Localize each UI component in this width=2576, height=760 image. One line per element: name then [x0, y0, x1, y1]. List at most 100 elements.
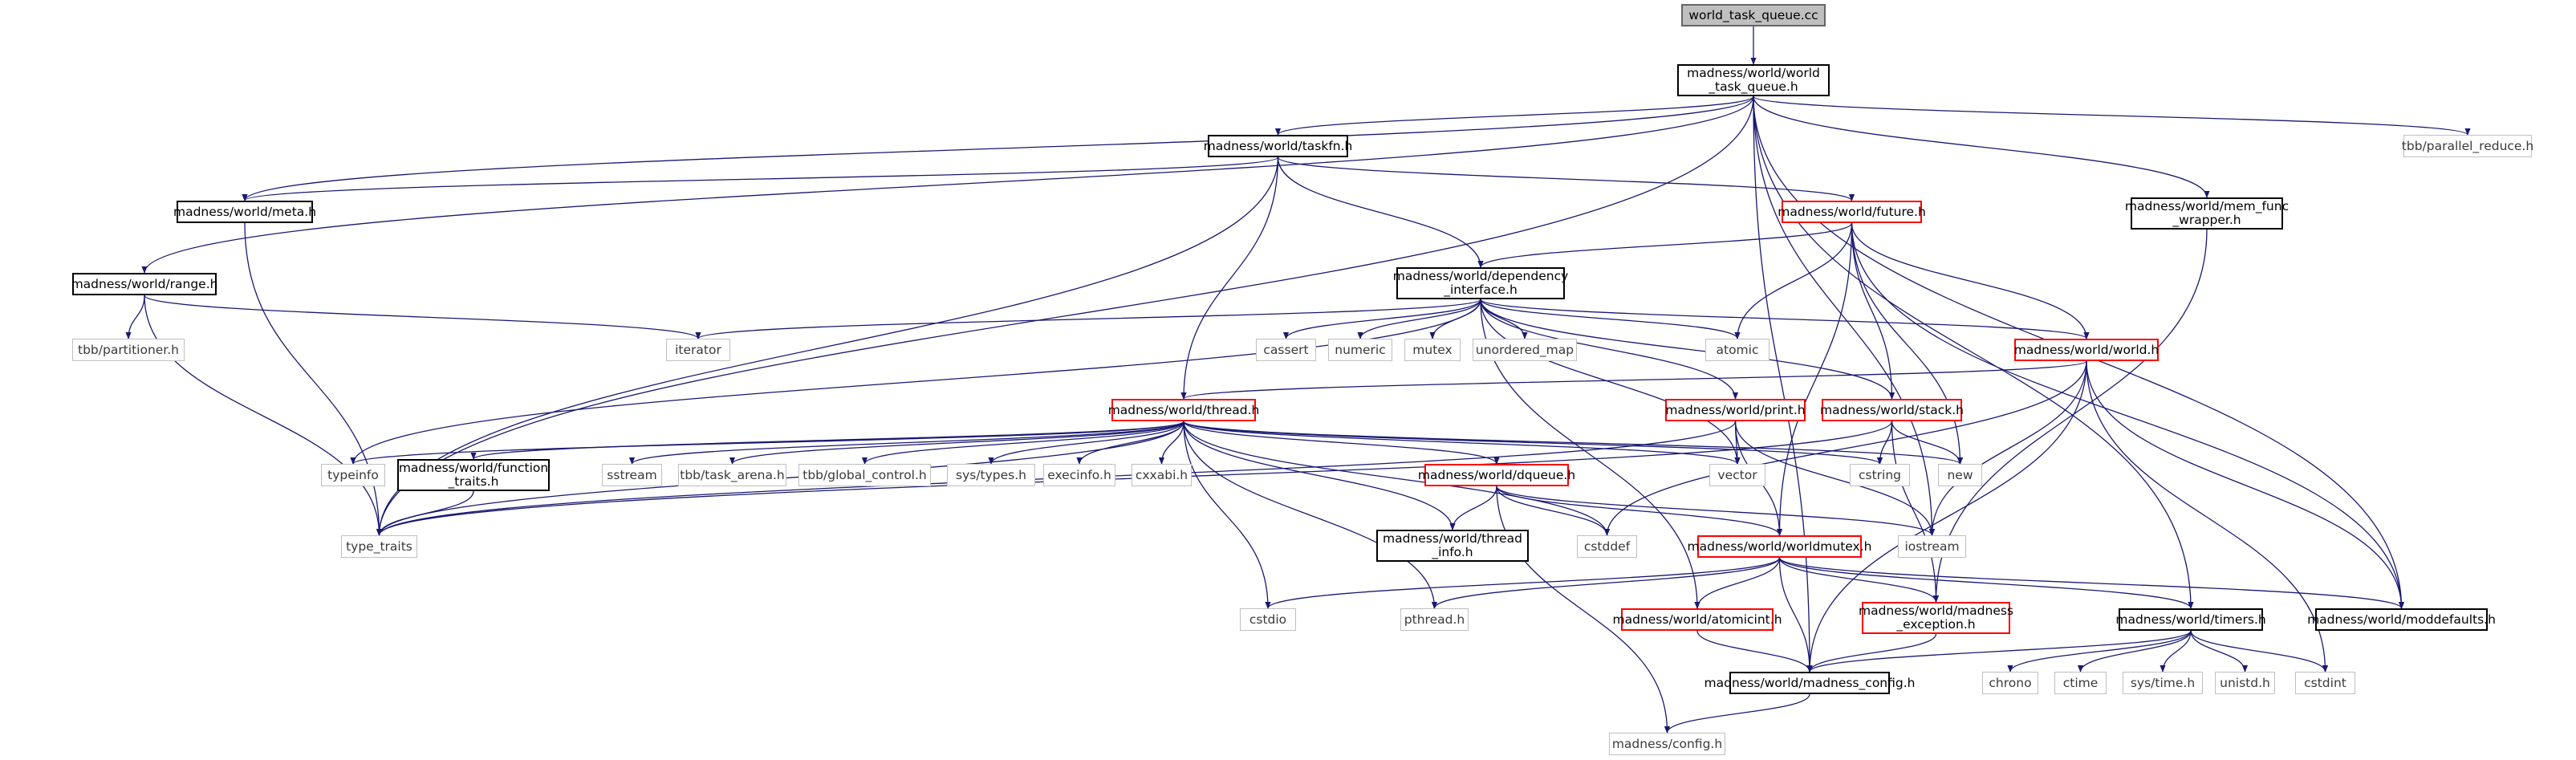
edge-thread-to-arena [729, 421, 1184, 465]
node-wmutex[interactable]: madness/world/worldmutex.h [1688, 535, 1871, 558]
edge-wmutex-to-aint [1694, 557, 1781, 609]
node-mdefaults[interactable]: madness/world/moddefaults.h [2307, 608, 2496, 631]
node-unistd[interactable]: unistd.h [2215, 672, 2275, 694]
edge-wmutex-to-mdefaults [1778, 557, 2404, 609]
node-iostream[interactable]: iostream [1898, 535, 1966, 558]
edge-thread-to-vector [1183, 421, 1741, 465]
node-timers[interactable]: madness/world/timers.h [2115, 608, 2266, 631]
edge-range-to-ttraits [144, 295, 383, 536]
edge-world-to-mdef [1806, 360, 2087, 673]
edge-future-to-mdefaults [1851, 222, 2405, 609]
edge-dqueue-to-wmutex [1496, 486, 1783, 536]
node-umap[interactable]: unordered_map [1473, 339, 1577, 361]
node-tinfo[interactable]: madness/world/thread _info.h [1376, 530, 1529, 562]
node-execinfo[interactable]: execinfo.h [1043, 464, 1115, 486]
node-mexc[interactable]: madness/world/madness _exception.h [1859, 602, 2013, 634]
node-cstddef[interactable]: cstddef [1577, 535, 1637, 558]
edge-world-to-iostream [1928, 360, 2087, 536]
node-pr[interactable]: tbb/parallel_reduce.h [2402, 135, 2533, 157]
edge-timers-to-systime [2160, 630, 2192, 673]
node-new[interactable]: new [1938, 464, 1982, 486]
edge-future-to-atomic [1734, 222, 1853, 339]
edge-thread-to-tinfo [1183, 421, 1456, 530]
node-pthread[interactable]: pthread.h [1400, 608, 1469, 631]
edge-thread-to-cxxabi [1158, 421, 1184, 465]
edge-dep-to-print [1480, 299, 1739, 400]
node-wtq[interactable]: madness/world/world _task_queue.h [1677, 64, 1830, 96]
node-iter[interactable]: iterator [666, 339, 730, 361]
edge-wmutex-to-cstdio [1265, 557, 1781, 609]
edge-thread-to-new [1183, 421, 1963, 465]
edge-dep-to-world [1480, 299, 2090, 339]
node-range[interactable]: madness/world/range.h [71, 273, 217, 295]
edge-range-to-part [125, 295, 145, 339]
edge-wmutex-to-mexc [1778, 557, 1940, 603]
edge-future-to-dep [1477, 222, 1853, 268]
edge-stack-to-new [1891, 421, 1964, 465]
edge-dqueue-to-cstddef [1496, 486, 1611, 536]
node-cxxabi[interactable]: cxxabi.h [1132, 464, 1192, 486]
edge-dep-to-typeinfo [350, 299, 1481, 465]
edge-thread-to-typeinfo [350, 421, 1184, 465]
node-aint[interactable]: madness/world/atomicint.h [1613, 608, 1782, 631]
node-cstring[interactable]: cstring [1850, 464, 1910, 486]
edge-thread-to-dqueue [1183, 421, 1500, 465]
edge-wtq-to-timers [1753, 96, 2194, 609]
edge-wtq-to-mdef [1753, 96, 1813, 673]
node-typeinfo[interactable]: typeinfo [321, 464, 385, 486]
edge-thread-to-gctrl [861, 421, 1184, 465]
node-cassert[interactable]: cassert [1256, 339, 1316, 361]
node-systime[interactable]: sys/time.h [2123, 672, 2203, 694]
edge-world-to-cstddef [1603, 360, 2087, 536]
edge-timers-to-chrono [2007, 630, 2192, 673]
node-numeric[interactable]: numeric [1328, 339, 1392, 361]
node-future[interactable]: madness/world/future.h [1778, 201, 1926, 223]
edge-mfw-to-mexc [1932, 229, 2208, 603]
edge-wtq-to-pr [1753, 96, 2471, 136]
edge-world-to-thread [1180, 360, 2087, 400]
node-config[interactable]: madness/config.h [1609, 733, 1725, 755]
node-cstdint[interactable]: cstdint [2295, 672, 2355, 694]
edge-wmutex-to-pthread [1431, 557, 1781, 609]
node-thread[interactable]: madness/world/thread.h [1108, 399, 1259, 421]
edge-mexc-to-mdef [1806, 633, 1937, 673]
node-gctrl[interactable]: tbb/global_control.h [798, 464, 931, 486]
node-mutex[interactable]: mutex [1404, 339, 1461, 361]
edge-wtq-to-iostream [1753, 96, 1936, 536]
node-systypes[interactable]: sys/types.h [947, 464, 1035, 486]
node-vector[interactable]: vector [1709, 464, 1765, 486]
edge-taskfn-to-meta [242, 156, 1279, 201]
node-stack[interactable]: madness/world/stack.h [1820, 399, 1964, 421]
edge-dep-to-atomic [1480, 299, 1741, 339]
edge-dep-to-stack [1480, 299, 1895, 400]
node-cstdio[interactable]: cstdio [1240, 608, 1296, 631]
node-world[interactable]: madness/world/world.h [2014, 339, 2159, 361]
edge-timers-to-cstdint [2190, 630, 2329, 673]
edge-dep-to-cassert [1282, 299, 1481, 339]
node-ttraits[interactable]: type_traits [341, 535, 417, 558]
node-dqueue[interactable]: madness/world/dqueue.h [1418, 464, 1575, 486]
edge-thread-to-sstream [629, 421, 1184, 465]
node-atomic[interactable]: atomic [1705, 339, 1769, 361]
edge-wmutex-to-timers [1778, 557, 2194, 609]
edge-wmutex-to-mdef [1778, 557, 1813, 673]
edge-future-to-wmutex [1776, 222, 1853, 536]
node-root[interactable]: world_task_queue.cc [1681, 4, 1826, 26]
edge-wtq-to-meta [242, 96, 1754, 201]
node-meta[interactable]: madness/world/meta.h [173, 201, 316, 223]
node-taskfn[interactable]: madness/world/taskfn.h [1204, 135, 1352, 157]
edge-timers-to-unistd [2190, 630, 2249, 673]
edge-wtq-to-taskfn [1275, 96, 1754, 136]
edge-aint-to-mdef [1696, 630, 1813, 673]
node-ctime[interactable]: ctime [2054, 672, 2107, 694]
node-sstream[interactable]: sstream [602, 464, 662, 486]
node-mfw[interactable]: madness/world/mem_func _wrapper.h [2125, 197, 2289, 230]
node-dep[interactable]: madness/world/dependency _interface.h [1393, 267, 1568, 299]
node-arena[interactable]: tbb/task_arena.h [678, 464, 786, 486]
node-print[interactable]: madness/world/print.h [1665, 399, 1806, 421]
node-part[interactable]: tbb/partitioner.h [72, 339, 185, 361]
node-ftraits[interactable]: madness/world/function _traits.h [397, 459, 550, 491]
node-mdef[interactable]: madness/world/madness_config.h [1704, 672, 1915, 694]
node-chrono[interactable]: chrono [1982, 672, 2038, 694]
